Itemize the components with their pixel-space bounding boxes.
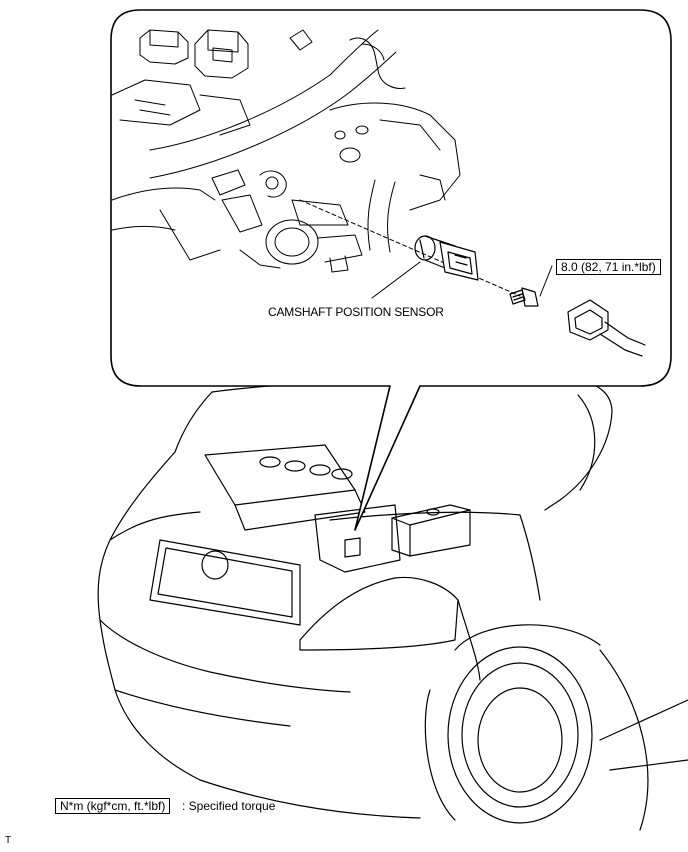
callout-balloon (110, 9, 672, 531)
camshaft-position-sensor-label: CAMSHAFT POSITION SENSOR (268, 305, 444, 319)
page-mark: T (5, 835, 12, 846)
legend-description: : Specified torque (182, 799, 276, 813)
legend-unit-box: N*m (kgf*cm, ft.*lbf) (55, 798, 171, 814)
connector-drawing (567, 299, 646, 357)
torque-leader-line (539, 265, 553, 297)
engine-detail-drawing (111, 29, 461, 273)
alignment-dashed-line (299, 199, 521, 297)
engine-bay-drawing (204, 444, 471, 573)
camshaft-position-sensor-drawing (414, 235, 479, 281)
torque-value-label: 8.0 (82, 71 in.*lbf) (556, 259, 661, 275)
car-drawing (97, 377, 688, 831)
bolt-drawing (509, 287, 539, 307)
sensor-leader-line (371, 261, 421, 299)
